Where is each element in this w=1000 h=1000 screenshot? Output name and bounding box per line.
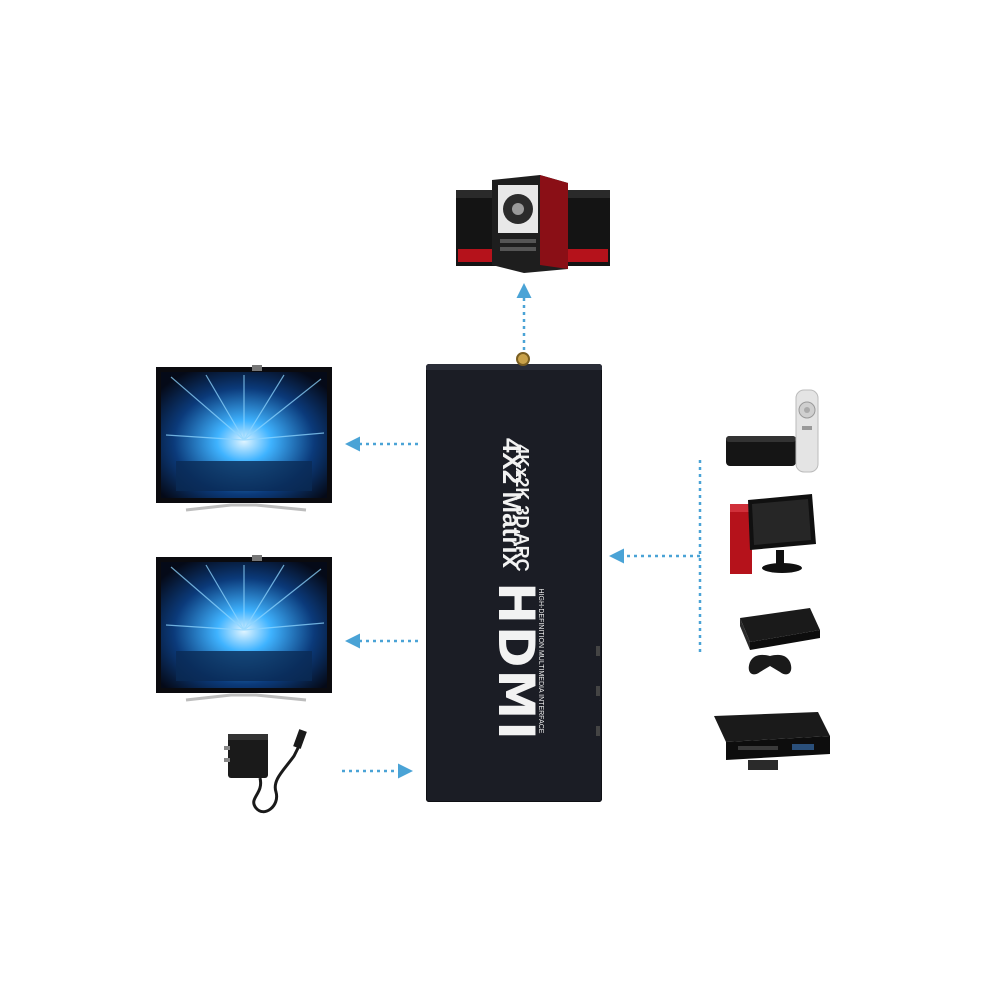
status-led bbox=[596, 726, 600, 736]
game-console-icon bbox=[740, 608, 820, 675]
hdmi-matrix-device bbox=[426, 352, 602, 802]
speaker-system-icon bbox=[456, 175, 610, 273]
power-adapter-icon bbox=[224, 729, 307, 814]
hdmi-tagline: HIGH-DEFINITION MULTIMEDIA INTERFACE bbox=[537, 588, 544, 734]
status-led bbox=[596, 686, 600, 696]
audio-port bbox=[516, 352, 530, 366]
device-top-edge bbox=[426, 364, 602, 370]
status-led bbox=[596, 646, 600, 656]
desktop-computer-icon bbox=[730, 494, 816, 574]
tv-screen-icon bbox=[156, 365, 332, 512]
bluray-player-icon bbox=[714, 712, 830, 770]
tv-screen-icon bbox=[156, 555, 332, 702]
media-player-remote-icon bbox=[726, 389, 819, 473]
device-subtitle: 4Kx2K 3D ARC bbox=[512, 444, 532, 572]
